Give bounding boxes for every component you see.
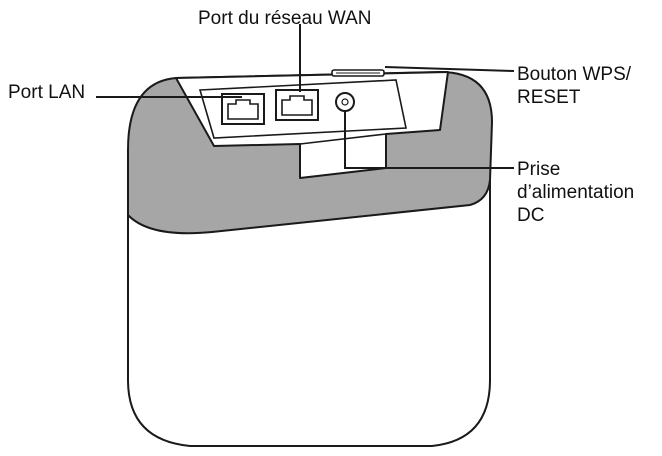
lan-port-text: Port LAN xyxy=(8,82,86,103)
wps-reset-label: Bouton WPS/ RESET xyxy=(517,63,631,109)
wps-reset-text-line2: RESET xyxy=(517,87,581,108)
lan-port-icon xyxy=(221,93,265,125)
lan-port-label: Port LAN xyxy=(8,81,85,104)
dc-power-text-line2: d’alimentation xyxy=(517,182,635,203)
wps-reset-text-line1: Bouton WPS/ xyxy=(517,64,632,85)
recess-notch xyxy=(299,133,387,145)
dc-power-label: Prise d’alimentation DC xyxy=(517,158,634,227)
wan-port-label: Port du réseau WAN xyxy=(198,7,372,30)
dc-power-text-line1: Prise xyxy=(517,159,561,180)
dc-callout-line xyxy=(344,110,514,169)
wps-callout-line xyxy=(384,66,515,72)
wps-reset-button-icon xyxy=(331,69,385,77)
wan-port-icon xyxy=(275,89,319,121)
dc-jack-icon xyxy=(335,92,355,112)
dc-power-text-line3: DC xyxy=(517,205,545,226)
wan-port-text: Port du réseau WAN xyxy=(198,8,372,29)
